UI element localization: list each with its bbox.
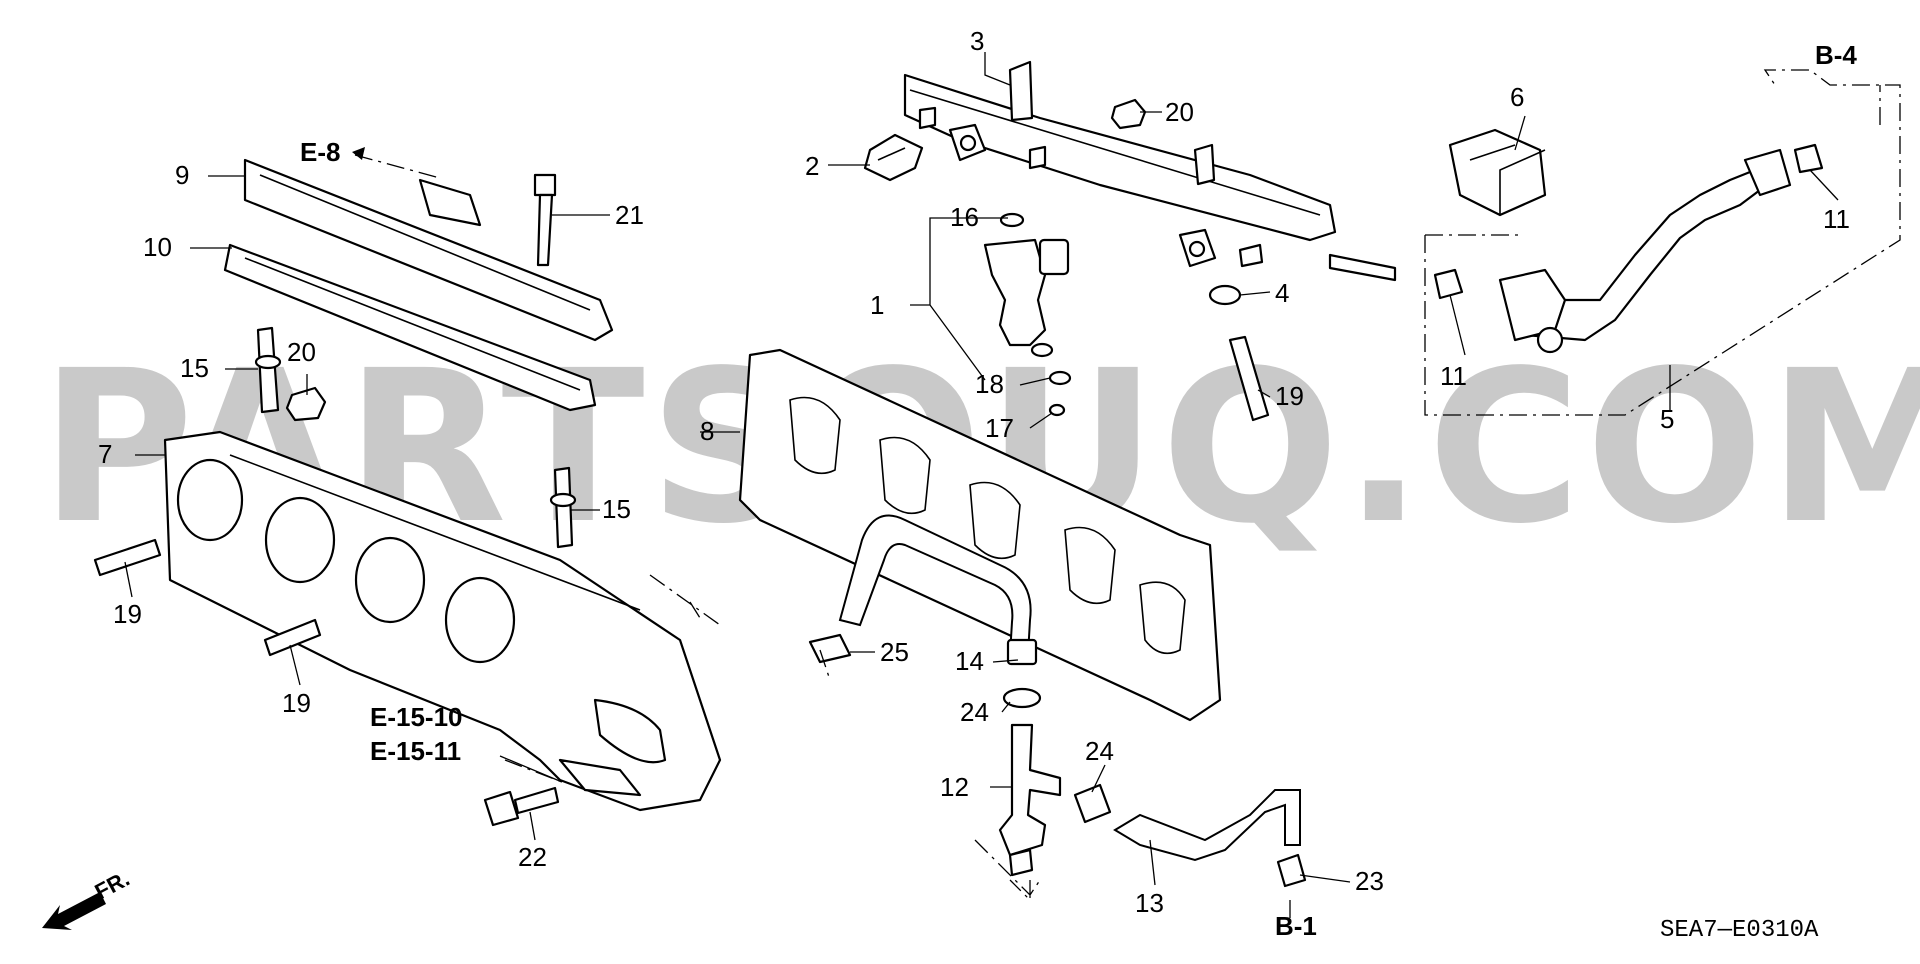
part-labels: 3 2 20 16 1 18 17 4 19 6 11 11 5 9 10 21… — [98, 26, 1850, 918]
label-part-9: 9 — [175, 160, 189, 190]
stud-part-19-left-upper[interactable] — [93, 538, 162, 577]
leader-lines — [124, 52, 1839, 886]
bolt-part-21[interactable] — [533, 173, 557, 267]
seal-part-4[interactable] — [1208, 284, 1242, 306]
fuel-injector[interactable] — [983, 212, 1072, 417]
label-part-10: 10 — [143, 232, 172, 262]
injector-base-part-9[interactable] — [243, 158, 614, 342]
label-part-12: 12 — [940, 772, 969, 802]
clip-part-2[interactable] — [863, 133, 924, 182]
label-part-2: 2 — [805, 151, 819, 181]
ref-e8: E-8 — [300, 137, 340, 167]
label-part-19-left-upper: 19 — [113, 599, 142, 629]
clip-part-23[interactable] — [1276, 853, 1307, 888]
label-part-7: 7 — [98, 439, 112, 469]
ref-e-15-11: E-15-11 — [370, 736, 461, 766]
label-part-23: 23 — [1355, 866, 1384, 896]
label-part-21: 21 — [615, 200, 644, 230]
label-part-14: 14 — [955, 646, 984, 676]
label-part-19-left-lower: 19 — [282, 688, 311, 718]
hose-part-14[interactable] — [838, 514, 1038, 666]
label-part-6: 6 — [1510, 82, 1524, 112]
label-part-3: 3 — [970, 26, 984, 56]
joint-part-12[interactable] — [998, 723, 1062, 877]
label-part-15-right: 15 — [602, 494, 631, 524]
ref-e-15-10: E-15-10 — [370, 702, 463, 732]
intake-manifold[interactable] — [163, 430, 722, 812]
fuel-feed-hose[interactable] — [1498, 148, 1792, 354]
label-part-13: 13 — [1135, 888, 1164, 918]
stud-part-15-left[interactable] — [254, 326, 282, 414]
label-part-18: 18 — [975, 369, 1004, 399]
clip-part-11-left[interactable] — [1433, 268, 1464, 300]
label-part-25: 25 — [880, 637, 909, 667]
stud-part-15-right[interactable] — [549, 466, 577, 549]
label-part-16: 16 — [950, 202, 979, 232]
label-part-5: 5 — [1660, 404, 1674, 434]
clip-part-25[interactable] — [808, 633, 852, 664]
label-part-17: 17 — [985, 413, 1014, 443]
stud-part-19-right[interactable] — [1228, 335, 1270, 422]
label-part-24-bottom: 24 — [1085, 736, 1114, 766]
gasket-part-8[interactable] — [738, 348, 1222, 722]
gasket-part-10[interactable] — [223, 243, 597, 412]
bolt-part-22[interactable] — [483, 786, 560, 827]
clip-part-24-top[interactable] — [1002, 687, 1042, 709]
drawing-code: SEA7—E0310A — [1660, 917, 1819, 944]
label-part-11-right: 11 — [1823, 204, 1850, 234]
hose-part-13[interactable] — [1113, 789, 1301, 862]
grommet-part-20-top[interactable] — [1110, 98, 1147, 130]
label-part-11-left: 11 — [1440, 361, 1467, 391]
nut-part-20-left[interactable] — [285, 386, 327, 422]
clip-part-11-right[interactable] — [1793, 143, 1824, 174]
label-part-8: 8 — [700, 416, 714, 446]
label-part-1: 1 — [870, 290, 884, 320]
ref-b4: B-4 — [1815, 40, 1857, 70]
cover-part-6[interactable] — [1448, 128, 1547, 217]
label-part-19-right: 19 — [1275, 381, 1304, 411]
clip-part-24-bottom[interactable] — [1073, 783, 1112, 824]
reference-labels: E-8 B-4 E-15-10 E-15-11 B-1 — [300, 40, 1857, 941]
label-part-15-left: 15 — [180, 353, 209, 383]
label-part-24-top: 24 — [960, 697, 989, 727]
label-part-20-top: 20 — [1165, 97, 1194, 127]
label-part-22: 22 — [518, 842, 547, 872]
fuel-rail[interactable] — [903, 60, 1397, 282]
stud-part-19-left-lower[interactable] — [263, 618, 322, 657]
reference-lines — [354, 69, 1901, 920]
label-part-4: 4 — [1275, 278, 1289, 308]
ref-b1: B-1 — [1275, 911, 1317, 941]
label-part-20-left: 20 — [287, 337, 316, 367]
front-direction-arrow: FR. — [42, 866, 134, 930]
